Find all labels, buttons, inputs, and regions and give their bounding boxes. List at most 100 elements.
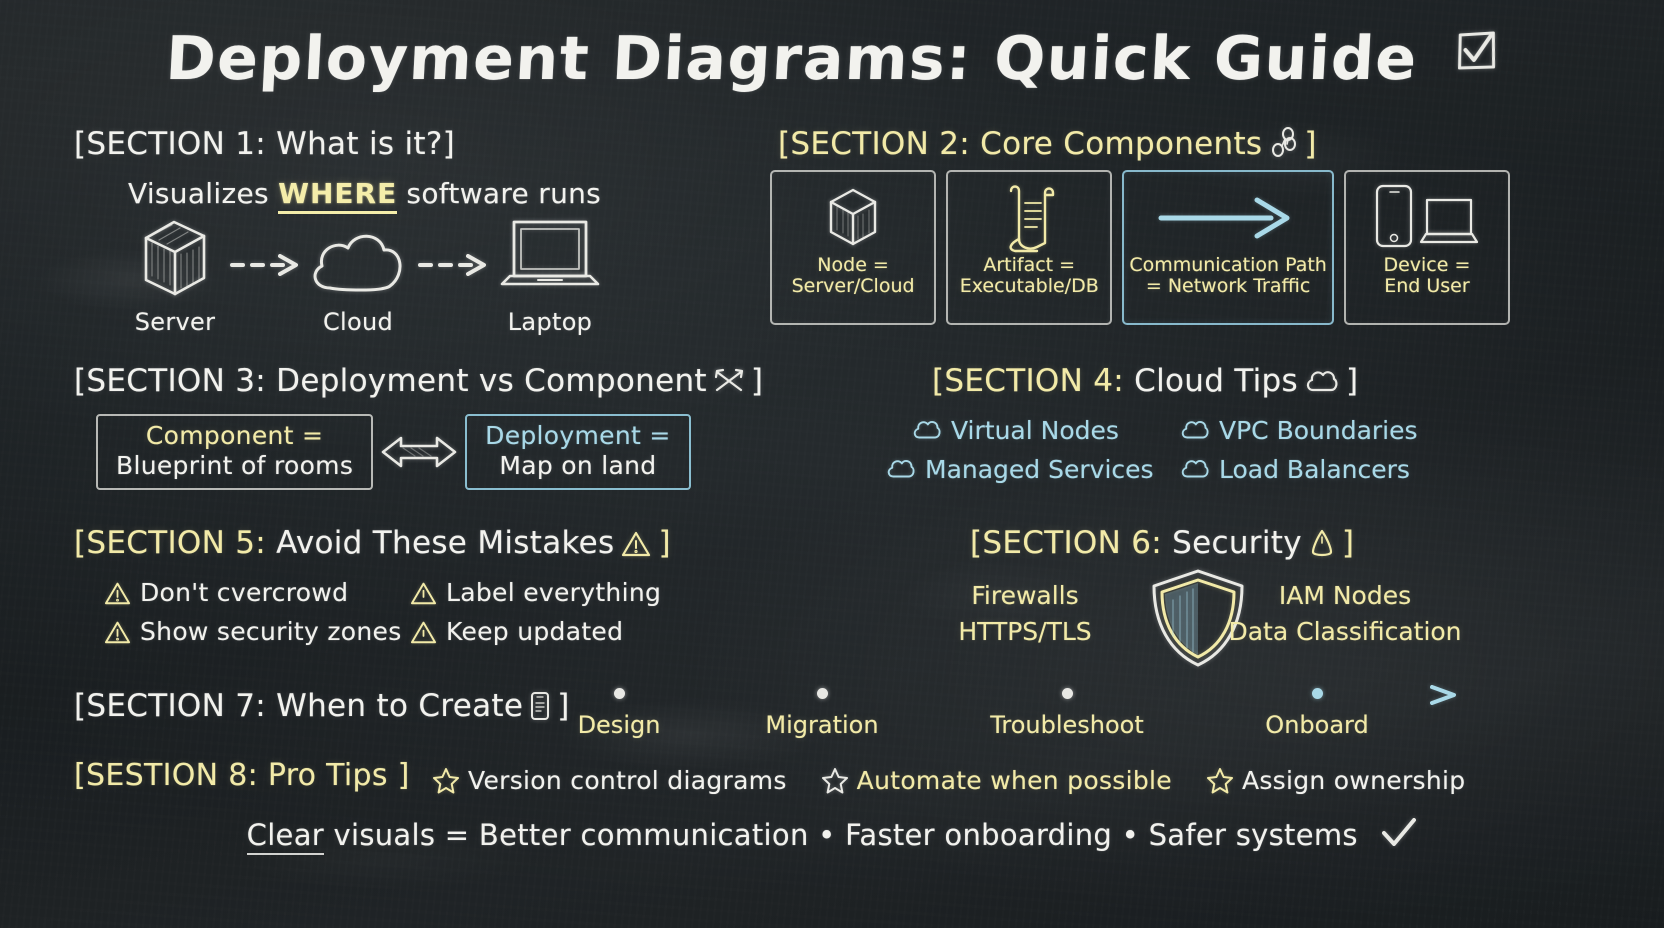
dashed-arrow-icon: [230, 252, 306, 278]
timeline-dot: [1062, 688, 1073, 699]
cloud-tip-load-balancers: Load Balancers: [1180, 455, 1410, 484]
section-6-header: [SECTION 6: Security ]: [970, 525, 1354, 561]
security-left-column: Firewalls HTTPS/TLS: [920, 578, 1130, 651]
page-title-text: Deployment Diagrams: Quick Guide: [164, 24, 1420, 94]
mistake-label: Don't cvercrowd: [140, 578, 349, 607]
warning-triangle-icon: [621, 530, 651, 557]
component-card-communication-line2: = Network Traffic: [1145, 275, 1311, 298]
component-card-node: Node = Server/Cloud: [770, 170, 937, 325]
section-7-header: [SECTION 7: When to Create ]: [74, 688, 570, 724]
shield-icon: [1142, 566, 1254, 670]
component-card-device: Device = End User: [1343, 170, 1511, 325]
section-3-comparison: Component = Blueprint of rooms Deploymen…: [96, 413, 746, 491]
warning-triangle-icon: [410, 620, 437, 644]
cloud-tip-managed-services: Managed Services: [886, 455, 1154, 484]
security-item-iam-nodes: IAM Nodes: [1278, 581, 1412, 610]
mistake-label: Keep updated: [446, 617, 624, 646]
pro-tip-assign-ownership: Assign ownership: [1206, 766, 1466, 795]
footer-summary: Clear visuals = Better communication • F…: [0, 818, 1664, 855]
pro-tip-label: Automate when possible: [856, 765, 1172, 795]
phone-laptop-icon: [1367, 181, 1487, 255]
warning-triangle-icon: [104, 581, 131, 605]
flow-label-laptop: Laptop: [507, 308, 593, 336]
mistake-label: Show security zones: [140, 617, 402, 646]
section-3-header-prefix: [SECTION 3:: [74, 363, 277, 399]
cloud-icon: [912, 420, 942, 441]
section-1-subtitle-pre: Visualizes: [128, 177, 279, 210]
cube-node-icon: [817, 181, 889, 255]
component-card-artifact-line1: Artifact =: [983, 254, 1076, 276]
timeline-label-migration: Migration: [765, 711, 879, 739]
cloud-icon: [1180, 420, 1210, 441]
mistake-keep-updated: Keep updated: [410, 617, 623, 646]
section-5-header-suffix: ]: [658, 525, 671, 561]
section-1-subtitle-post: software runs: [397, 177, 602, 210]
section-5-header-label: Avoid These Mistakes: [276, 525, 615, 561]
section-2-header: [SECTION 2: Core Components ]: [778, 126, 1317, 162]
component-card-communication-line1: Communication Path: [1129, 254, 1327, 276]
component-card-device-line1: Device =: [1383, 254, 1471, 276]
section-4-header-label: Cloud Tips: [1134, 363, 1298, 399]
checkmark-icon: [1381, 818, 1417, 848]
component-card-communication-path: Communication Path = Network Traffic: [1122, 170, 1334, 325]
page-title: Deployment Diagrams: Quick Guide: [0, 24, 1664, 94]
flow-label-cloud: Cloud: [322, 308, 394, 336]
cloud-tip-vpc-boundaries: VPC Boundaries: [1180, 416, 1418, 445]
section-3-header: [SECTION 3: Deployment vs Component ]: [74, 363, 763, 399]
component-card-artifact: Artifact = Executable/DB: [946, 170, 1113, 325]
section-1-subtitle-highlight: WHERE: [278, 177, 398, 214]
mistake-label: Label everything: [446, 578, 662, 607]
comparison-box-deployment: Deployment = Map on land: [465, 414, 691, 490]
section-2-card-row: Node = Server/Cloud Artifact = Executabl…: [770, 170, 1511, 325]
flow-label-server: Server: [134, 308, 216, 336]
warning-triangle-filled-icon: [410, 581, 437, 605]
security-right-column: IAM Nodes Data Classification: [1210, 578, 1480, 651]
section-4-tips: Virtual Nodes VPC Boundaries Managed Ser…: [880, 416, 1460, 496]
scroll-artifact-icon: [997, 181, 1061, 255]
footer-underlined-word: Clear: [246, 818, 324, 855]
cloud-icon: [1180, 459, 1210, 480]
section-5-header-prefix: [SECTION 5:: [74, 525, 277, 561]
lock-icon: [1309, 528, 1335, 558]
comparison-deployment-line2: Map on land: [499, 450, 657, 480]
section-1-header: [SECTION 1: What is it?]: [74, 126, 455, 162]
pro-tip-label: Assign ownership: [1241, 765, 1466, 795]
timeline-label-troubleshoot: Troubleshoot: [990, 711, 1144, 739]
cloud-icon: [886, 459, 916, 480]
network-nodes-icon: [1268, 127, 1298, 158]
section-7-header-label: [SECTION 7: When to Create: [74, 688, 524, 724]
section-3-header-suffix: ]: [750, 363, 764, 399]
section-7-header-suffix: ]: [557, 688, 570, 724]
timeline-dot: [817, 688, 828, 699]
compare-arrows-icon: [714, 367, 744, 395]
double-arrow-icon: [373, 426, 465, 478]
star-icon: [821, 767, 849, 794]
component-card-artifact-line2: Executable/DB: [959, 275, 1099, 298]
section-1-subtitle: Visualizes WHERE software runs: [128, 177, 602, 214]
pro-tip-automate: Automate when possible: [821, 766, 1172, 795]
mistake-dont-overcrowd: Don't cvercrowd: [104, 578, 348, 607]
pro-tip-version-control: Version control diagrams: [432, 766, 787, 795]
checkbox-checked-icon: [1453, 29, 1499, 73]
component-card-node-line2: Server/Cloud: [791, 275, 915, 298]
section-2-header-prefix: [SECTION 2:: [778, 126, 981, 162]
section-5-header: [SECTION 5: Avoid These Mistakes ]: [74, 525, 671, 561]
section-5-mistakes: Don't cvercrowd Label everything Show se…: [104, 578, 704, 658]
cloud-tip-virtual-nodes: Virtual Nodes: [912, 416, 1119, 445]
comparison-component-line1: Component =: [145, 421, 324, 450]
section-2-header-suffix: ]: [1304, 126, 1317, 162]
cloud-icon: [1305, 370, 1339, 394]
timeline-dot: [1312, 688, 1323, 699]
dashed-arrow-icon: [418, 252, 494, 278]
section-1-flow-diagram: Server Cloud: [120, 212, 620, 337]
pro-tip-label: Version control diagrams: [468, 765, 787, 795]
comparison-component-line2: Blueprint of rooms: [116, 450, 354, 480]
arrow-right-icon: [1153, 181, 1303, 255]
component-card-node-line1: Node =: [817, 254, 889, 276]
section-2-header-label: Core Components: [980, 126, 1263, 162]
timeline-dot: [614, 688, 625, 699]
section-6-header-label: Security: [1172, 525, 1302, 561]
cloud-tip-label: Load Balancers: [1219, 455, 1410, 484]
timeline-label-onboard: Onboard: [1265, 711, 1369, 739]
star-icon: [1206, 767, 1234, 794]
